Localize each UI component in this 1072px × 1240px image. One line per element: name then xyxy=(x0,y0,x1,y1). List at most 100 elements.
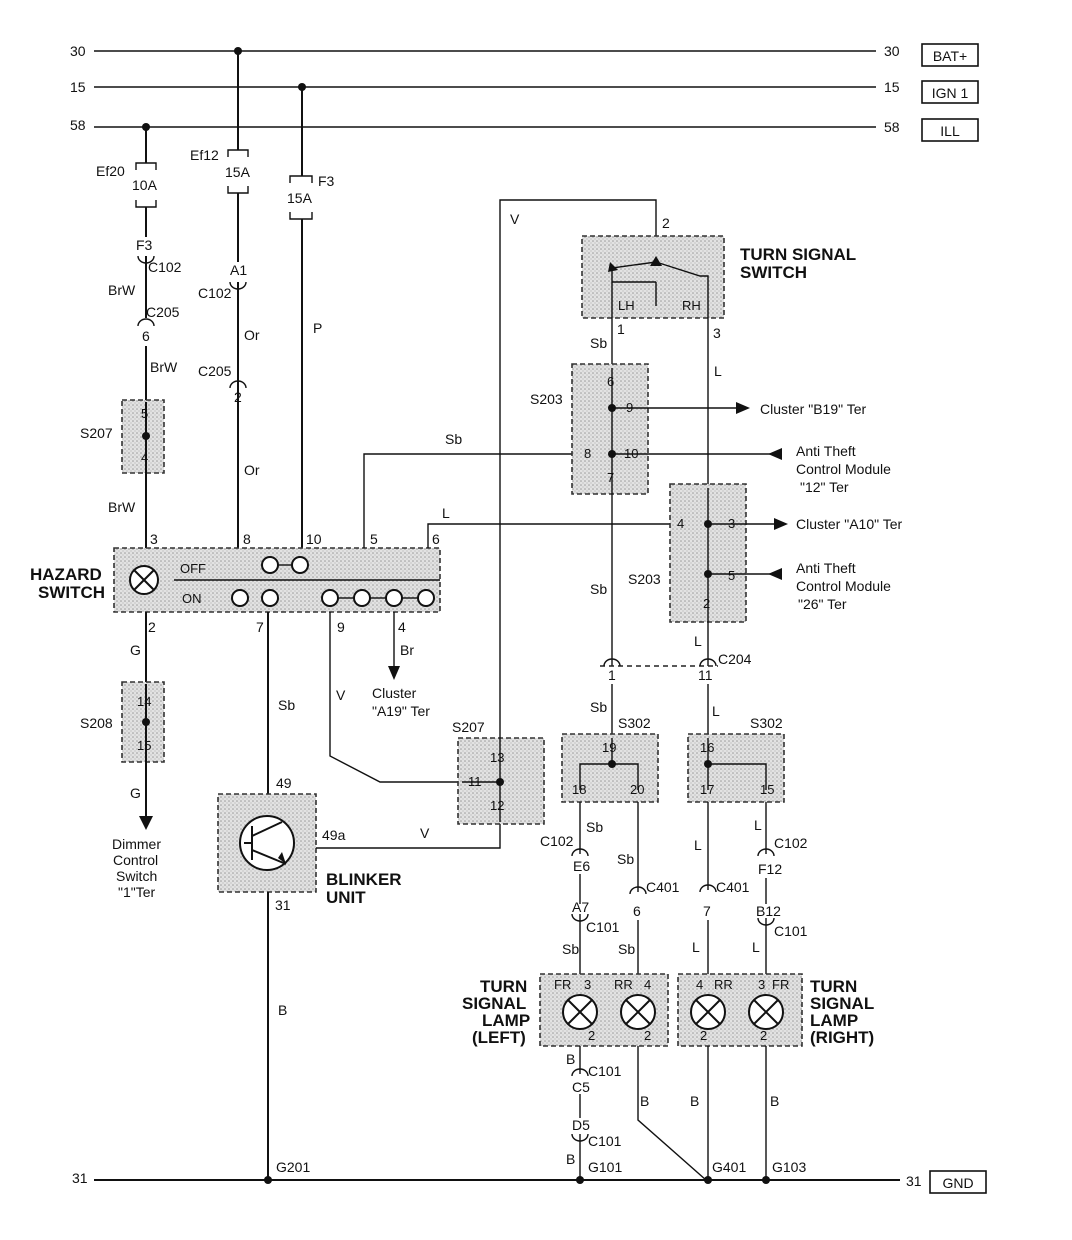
f12-label: F12 xyxy=(758,861,782,877)
wire-color-p: P xyxy=(313,320,322,336)
e6-label: E6 xyxy=(573,858,590,874)
lamp-feed-wires: Sb C102 E6 A7 C101 Sb Sb C401 6 Sb L C40… xyxy=(540,802,808,992)
wire-color-v: V xyxy=(336,687,346,703)
arrow-icon xyxy=(650,256,662,266)
blinker-pin-49a: 49a xyxy=(322,827,346,843)
fuse-f3-top-cap xyxy=(289,175,313,183)
f3-connector-label: F3 xyxy=(136,237,153,253)
anti-theft-26-label-2: Control Module xyxy=(796,578,891,594)
hazard-pin-8: 8 xyxy=(243,531,251,547)
turn-signal-lamp-left: TURN SIGNAL LAMP (LEFT) FR 3 RR 4 2 2 xyxy=(462,973,669,1047)
turn-signal-lamp-right: 4 RR 3 FR 2 2 TURN SIGNAL LAMP (RIGHT) xyxy=(677,973,874,1047)
wire-color-sb: Sb xyxy=(562,941,579,957)
turn-signal-switch: 2 TURN SIGNAL SWITCH LH RH 1 3 Sb L xyxy=(581,215,856,488)
c401-left-label: C401 xyxy=(646,879,680,895)
wire-color-or: Or xyxy=(244,462,260,478)
rail-15-left-label: 15 xyxy=(70,79,86,95)
ign1-tag-label: IGN 1 xyxy=(932,85,969,101)
gnd-tag-box xyxy=(929,1170,987,1194)
blinker-unit-title: BLINKER xyxy=(326,870,402,889)
ground-wires: B C101 C5 D5 C101 B G101 B B G401 B G103 xyxy=(566,1046,806,1184)
splice-s203-upper: S203 6 9 8 10 7 Cluster "B19" Ter Anti T… xyxy=(530,363,891,666)
hazard-pin-4: 4 xyxy=(398,619,406,635)
s207-pin13: 13 xyxy=(490,750,504,765)
s302-pin17: 17 xyxy=(700,782,714,797)
rail-30-right-label: 30 xyxy=(884,43,900,59)
c401-right-pin7: 7 xyxy=(703,903,711,919)
rail-58-left-label: 58 xyxy=(70,117,86,133)
wire-color-l: L xyxy=(714,363,722,379)
s203-label: S203 xyxy=(530,391,563,407)
wire-color-brw: BrW xyxy=(108,499,136,515)
wire-color-b: B xyxy=(566,1051,575,1067)
wire-color-b: B xyxy=(278,1002,287,1018)
c204-pin11: 11 xyxy=(698,667,713,683)
s207-label: S207 xyxy=(80,425,113,441)
rail-30: 30 30 BAT+ xyxy=(70,43,979,67)
c102-left-label: C102 xyxy=(540,833,574,849)
s203-pin7: 7 xyxy=(607,470,614,485)
d5-label: D5 xyxy=(572,1117,590,1133)
turn-switch-pin-1: 1 xyxy=(617,321,625,337)
turn-switch-rh-label: RH xyxy=(682,298,701,313)
wire-v-blinker-to-s207 xyxy=(316,822,501,849)
switch-contact-icon xyxy=(231,589,249,607)
turn-switch-lever-right xyxy=(655,261,709,318)
s207-pin12: 12 xyxy=(490,798,504,813)
fuse-ef20: Ef20 10A xyxy=(96,127,158,237)
ign1-tag-box xyxy=(921,80,979,104)
rail-31-right-label: 31 xyxy=(906,1173,922,1189)
arrow-left-icon xyxy=(768,568,782,580)
dimmer-label-3: Switch xyxy=(116,868,157,884)
switch-contact-icon xyxy=(321,589,339,607)
s203-pin2: 2 xyxy=(703,596,710,611)
switch-contact-icon xyxy=(261,556,279,574)
left-branch: F3 C102 BrW C205 6 BrW S207 5 4 BrW xyxy=(80,237,182,548)
lamp-left-title-2: SIGNAL xyxy=(462,994,526,1013)
arrow-right-icon xyxy=(774,518,788,530)
wire-v-hazard-to-s207 xyxy=(329,612,462,783)
wire-color-v: V xyxy=(420,825,430,841)
wire-color-b: B xyxy=(690,1093,699,1109)
s203-label: S203 xyxy=(628,571,661,587)
lamp-right-pin2a: 2 xyxy=(700,1028,707,1043)
arrow-left-icon xyxy=(768,448,782,460)
s203-pin4: 4 xyxy=(677,516,684,531)
wire-color-l: L xyxy=(754,817,762,833)
turn-switch-body xyxy=(581,235,725,319)
wire-color-g: G xyxy=(130,642,141,658)
arrow-icon xyxy=(608,262,618,272)
cluster-b19-label: Cluster "B19" Ter xyxy=(760,401,867,417)
fuse-f3: F3 15A P xyxy=(287,87,335,555)
wire-color-l: L xyxy=(694,837,702,853)
wire-color-b: B xyxy=(770,1093,779,1109)
anti-theft-12-label-1: Anti Theft xyxy=(796,443,856,459)
lamp-left-rr-label: RR xyxy=(614,977,633,992)
ground-g201-label: G201 xyxy=(276,1159,310,1175)
turn-switch-pin-3: 3 xyxy=(713,325,721,341)
anti-theft-12-label-3: "12" Ter xyxy=(800,479,849,495)
s208-pin14: 14 xyxy=(137,694,151,709)
wire-color-sb: Sb xyxy=(590,699,607,715)
lamp-right-title-2: SIGNAL xyxy=(810,994,874,1013)
lamp-left-pin3: 3 xyxy=(584,977,591,992)
bat-tag-box xyxy=(921,43,979,67)
s208-label: S208 xyxy=(80,715,113,731)
c101-label: C101 xyxy=(588,1133,622,1149)
lamp-right-title-3: LAMP xyxy=(810,1011,858,1030)
switch-contact-icon xyxy=(353,589,371,607)
lamp-left-housing xyxy=(539,973,669,1047)
hazard-pin-9: 9 xyxy=(337,619,345,635)
s302-pin15: 15 xyxy=(760,782,774,797)
rail-30-left-label: 30 xyxy=(70,43,86,59)
ground-g103-label: G103 xyxy=(772,1159,806,1175)
turn-switch-pin-2: 2 xyxy=(662,215,670,231)
s203-pin5: 5 xyxy=(728,568,735,583)
c204-pin1: 1 xyxy=(608,667,616,683)
splice-s302-left: S302 19 18 20 xyxy=(561,715,659,803)
hazard-pin-3: 3 xyxy=(150,531,158,547)
wire-v-s207-to-turn-switch xyxy=(499,199,657,822)
rail-15: 15 15 IGN 1 xyxy=(70,79,979,104)
fuse-ef20-rating: 10A xyxy=(132,177,158,193)
